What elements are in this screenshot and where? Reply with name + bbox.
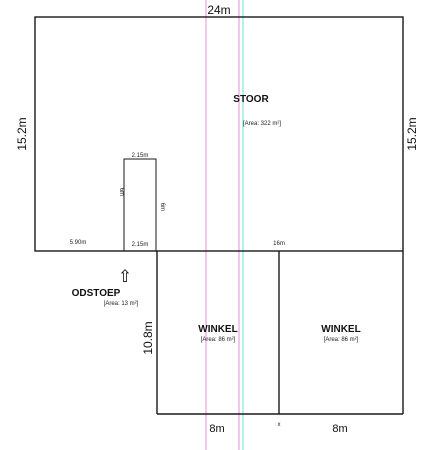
stoor-outline	[34, 16, 404, 252]
room-label-winkel-left: WINKEL	[198, 324, 237, 335]
dim-top-width: 24m	[207, 3, 230, 17]
room-label-odstoep: ODSTOEP	[72, 288, 121, 299]
divider-room	[123, 158, 157, 252]
room-area-odstoep: [Area: 13 m²]	[104, 301, 139, 307]
room-area-winkel-right: [Area: 86 m²]	[324, 337, 359, 343]
dim-divider-side-right: 6m	[159, 203, 165, 211]
dim-divider-bottom: 2.15m	[132, 242, 149, 248]
dim-left-height: 15.2m	[15, 117, 29, 150]
dim-shop-left-width: 8m	[209, 423, 224, 435]
room-area-stoor: [Area: 322 m²]	[243, 121, 281, 127]
dim-shop-height: 10.8m	[141, 321, 155, 354]
room-label-stoor: STOOR	[233, 94, 269, 105]
dim-right-segment: 16m	[273, 241, 285, 247]
dim-mark-x: x	[278, 422, 281, 428]
dim-divider-top: 2.15m	[132, 153, 149, 159]
dim-left-segment: 5.90m	[70, 240, 87, 246]
room-label-winkel-right: WINKEL	[321, 324, 360, 335]
room-area-winkel-left: [Area: 86 m²]	[201, 337, 236, 343]
dim-divider-side-left: 6m	[118, 188, 124, 196]
dim-right-height: 15.2m	[405, 117, 419, 150]
dim-shop-right-width: 8m	[332, 423, 347, 435]
up-arrow-icon: ⇧	[118, 267, 132, 287]
